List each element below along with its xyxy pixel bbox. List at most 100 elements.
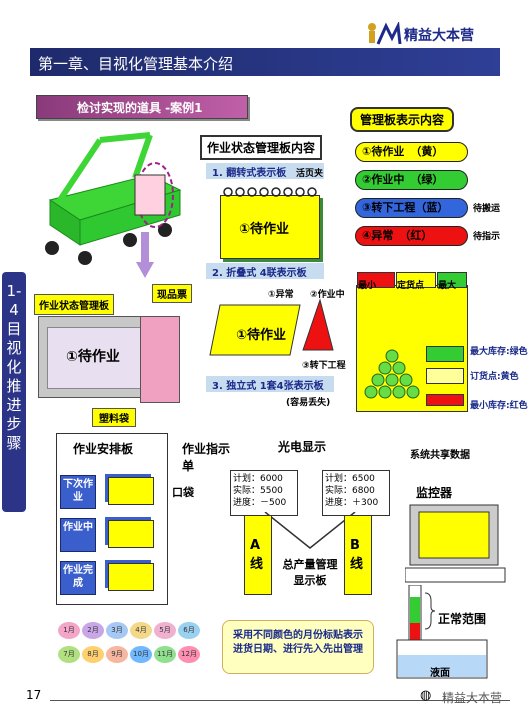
case-banner-text: 检讨实现的道具 -案例1 xyxy=(77,101,203,115)
stock-max-note: 最大库存:绿色 xyxy=(470,347,528,357)
stock-yellow-bar xyxy=(426,368,464,384)
fold-board xyxy=(209,298,334,356)
month-sticker: 5月 xyxy=(154,622,176,639)
production-title: 光电显示 xyxy=(278,440,327,454)
flip-board-label: ①待作业 xyxy=(239,222,290,237)
logo: 精益大本营 xyxy=(362,22,512,46)
month-sticker: 6月 xyxy=(178,622,200,639)
monitor-icon xyxy=(405,504,506,583)
header-bar: 第一章、目视化管理基本介绍 xyxy=(30,48,500,76)
legend-item: ②作业中 （绿） xyxy=(355,170,525,192)
legend-title: 管理板表示内容 xyxy=(350,107,455,132)
display-b-actual: 实际：6800 xyxy=(325,486,375,496)
display-a: 计划：6000 实际：5500 进度：－500 xyxy=(230,470,298,516)
legend-note: 待指示 xyxy=(473,232,501,242)
cart-status-text: ①待作业 xyxy=(66,349,120,365)
cart-illustration xyxy=(45,132,182,265)
cart-card-label: 作业状态管理板 xyxy=(34,294,114,315)
connector-lines xyxy=(264,512,356,549)
stock-max-label: 最大 xyxy=(438,281,457,291)
liquid-label: 液面 xyxy=(430,668,450,679)
month-sticker: 7月 xyxy=(58,646,80,663)
schedule-pocket: 口袋 xyxy=(172,486,194,499)
fold-label-working: ②作业中 xyxy=(310,290,345,300)
logo-figure-icon xyxy=(368,22,402,45)
line-a-label: A线 xyxy=(250,538,264,572)
step2-band: 2. 折叠式 4联表示板 xyxy=(206,263,324,279)
schedule-row-label: 作业中 xyxy=(60,518,96,552)
legend-pill: ①待作业 （黄） xyxy=(355,142,468,162)
month-note: 采用不同颜色的月份标贴表示进货日期、进行先入先出管理 xyxy=(222,620,374,674)
fold-label-next: ③转下工程 xyxy=(302,361,346,371)
month-sticker: 4月 xyxy=(130,622,152,639)
sidebar-tab: 1-4 目视化推进步骤 xyxy=(2,272,26,512)
watermark-text: 精益大本营 xyxy=(442,691,503,705)
schedule-title: 作业安排板 xyxy=(73,442,134,456)
tank-gauge-icon xyxy=(396,585,488,679)
fold-label: ①待作业 xyxy=(236,328,287,343)
step1-note: 活页夹 xyxy=(296,169,324,179)
legend-item: ④异常（红） 待指示 xyxy=(355,226,525,248)
month-sticker: 2月 xyxy=(82,622,104,639)
display-a-actual: 实际：5500 xyxy=(233,486,283,496)
display-b: 计划：6500 实际：6800 进度：＋300 xyxy=(322,470,390,516)
normal-range-label: 正常范围 xyxy=(438,612,487,626)
page-title: 第一章、目视化管理基本介绍 xyxy=(38,55,234,73)
step3-text: 3. 独立式 1套4张表示板 xyxy=(212,381,324,392)
schedule-row-label: 作业完成 xyxy=(60,561,96,595)
stock-order-label: 定货点 xyxy=(397,281,425,291)
stock-max-cell: 最大 xyxy=(437,272,467,291)
schedule-card xyxy=(108,520,154,548)
stock-red-bar xyxy=(426,394,464,406)
sidebar-title: 1-4 目视化推进步骤 xyxy=(6,282,22,452)
footer-rule xyxy=(50,700,510,701)
step2-text: 2. 折叠式 4联表示板 xyxy=(212,268,307,279)
schedule-card xyxy=(108,477,154,505)
display-b-progress: 进度：＋300 xyxy=(325,498,379,508)
legend-color-name: （红） xyxy=(399,229,433,242)
line-b-box: B线 xyxy=(344,515,372,595)
stock-pile-icon xyxy=(364,349,420,399)
tag-plastic-bag: 塑料袋 xyxy=(92,408,136,427)
stock-min-label: 最小 xyxy=(358,281,377,291)
month-sticker: 1月 xyxy=(58,622,80,639)
legend-pill: ④异常（红） xyxy=(355,226,468,246)
month-sticker: 11月 xyxy=(154,646,176,663)
legend-label: ①待作业 xyxy=(362,145,405,158)
display-b-plan: 计划：6500 xyxy=(325,474,375,484)
legend-list: ①待作业 （黄） ②作业中 （绿） ③转下工程（蓝）待搬运 ④异常（红） 待指示 xyxy=(355,142,525,262)
month-sticker: 10月 xyxy=(130,646,152,663)
legend-pill: ②作业中 （绿） xyxy=(355,170,468,190)
stock-order-cell: 定货点 xyxy=(396,272,436,291)
production-board-label: 总产量管理显示板 xyxy=(282,558,338,587)
step3-band: 3. 独立式 1套4张表示板 xyxy=(206,376,334,392)
legend-color-name: （黄） xyxy=(410,145,444,158)
line-b-label: B线 xyxy=(350,538,364,572)
month-note-text: 采用不同颜色的月份标贴表示进货日期、进行先入先出管理 xyxy=(233,630,363,655)
schedule-callout: 作业指示单 xyxy=(182,442,231,473)
stock-order-note: 订货点:黄色 xyxy=(470,372,519,382)
logo-text: 精益大本营 xyxy=(404,28,474,44)
tag-current-goods: 现品票 xyxy=(152,284,192,303)
legend-item: ①待作业 （黄） xyxy=(355,142,525,164)
page-number: 17 xyxy=(26,688,42,702)
monitor-label: 监控器 xyxy=(416,486,453,500)
legend-color-name: （绿） xyxy=(410,173,444,186)
legend-item: ③转下工程（蓝）待搬运 xyxy=(355,198,525,220)
arrow-down-icon xyxy=(136,232,154,278)
legend-pill: ③转下工程（蓝） xyxy=(355,198,468,218)
legend-label: ②作业中 xyxy=(362,173,405,186)
display-a-progress: 进度：－500 xyxy=(233,498,287,508)
stock-green-bar xyxy=(426,346,464,362)
stock-min-cell: 最小 xyxy=(357,272,395,291)
legend-label: ③转下工程（蓝） xyxy=(362,201,449,214)
stock-min-note: 最小库存:红色 xyxy=(470,401,528,411)
schedule-card xyxy=(108,563,154,591)
case-banner: 检讨实现的道具 -案例1 xyxy=(36,95,248,119)
step1-text: 1. 翻转式表示板 xyxy=(212,168,287,179)
status-board-title: 作业状态管理板内容 xyxy=(200,135,323,160)
schedule-row-label: 下次作业 xyxy=(60,475,96,509)
ring-binder-icon xyxy=(223,187,317,197)
month-sticker: 9月 xyxy=(106,646,128,663)
flip-board: ①待作业 xyxy=(220,195,320,259)
